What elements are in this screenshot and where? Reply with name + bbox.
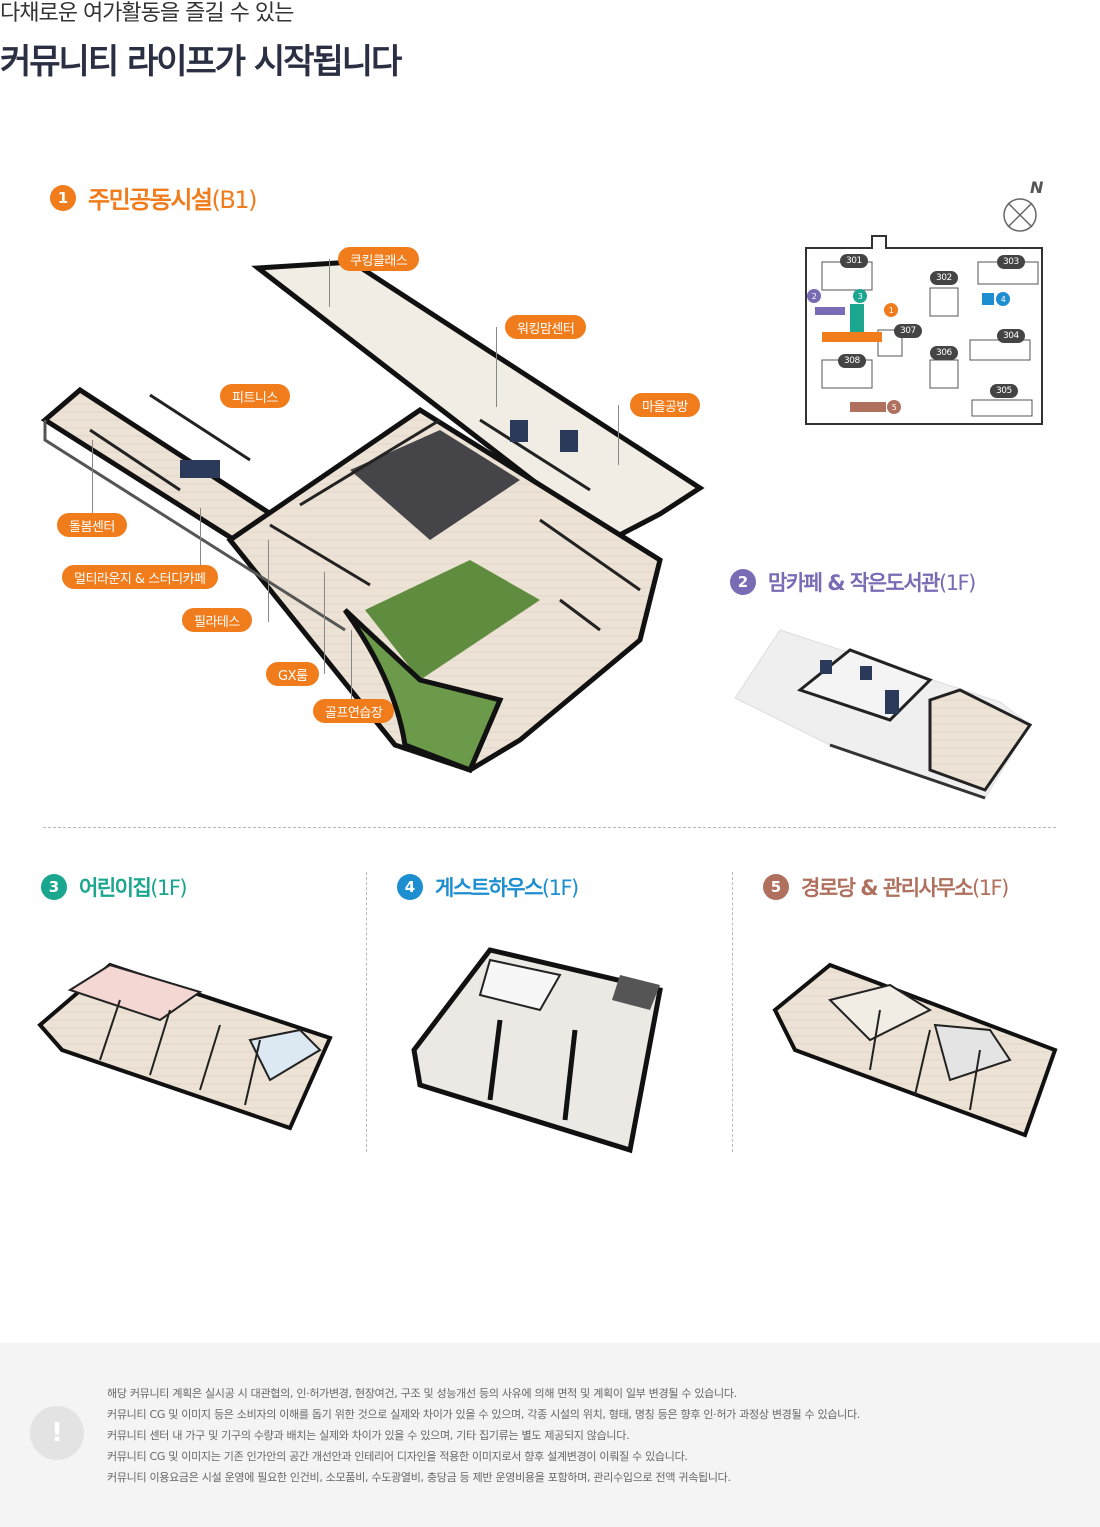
section-number-badge: 1 [50, 184, 76, 211]
section-divider [43, 827, 1056, 828]
section-floor: (1F) [939, 571, 976, 595]
building-label: 301 [840, 254, 868, 268]
section-number-badge: 4 [397, 874, 423, 900]
floor-plan-illustrations [37, 198, 1058, 1154]
notice-item: 커뮤니티 CG 및 이미지는 기존 인가안의 공간 개선안과 인테리어 디자인을… [107, 1450, 688, 1463]
section-title: 주민공동시설(B1) [88, 180, 257, 215]
site-marker: 5 [887, 400, 901, 414]
building-label: 305 [990, 384, 1018, 398]
leader-line [329, 259, 330, 307]
plan-senior-center-office [772, 962, 1058, 1138]
section-title: 게스트하우스(1F) [435, 872, 579, 902]
section-heading-1: 1 주민공동시설(B1) [50, 180, 257, 215]
column-divider [732, 872, 733, 1152]
notice-list: 해당 커뮤니티 계획은 실시공 시 대관협의, 인·허가변경, 현장여건, 구조… [107, 1383, 860, 1488]
section-floor: (1F) [541, 876, 579, 900]
building-label: 303 [997, 255, 1025, 269]
section-name: 주민공동시설 [88, 186, 213, 214]
section-name: 맘카페 & 작은도서관 [768, 571, 941, 595]
section-title: 경로당 & 관리사무소(1F) [801, 872, 1009, 902]
notice-item: 해당 커뮤니티 계획은 실시공 시 대관협의, 인·허가변경, 현장여건, 구조… [107, 1387, 737, 1400]
callout-fitness: 피트니스 [220, 384, 290, 408]
leader-line [618, 405, 619, 465]
callout-care-center: 돌봄센터 [57, 513, 127, 537]
site-marker: 1 [884, 303, 898, 317]
page-subtitle: 다채로운 여가활동을 즐길 수 있는 [0, 1, 294, 26]
callout-cooking-class: 쿠킹클래스 [338, 247, 420, 271]
section-floor: (1F) [972, 876, 1009, 900]
section-floor: (1F) [150, 876, 187, 900]
leader-line [351, 630, 352, 702]
notice-item: 커뮤니티 이용요금은 시설 운영에 필요한 인건비, 소모품비, 수도광열비, … [107, 1471, 731, 1484]
section-title: 맘카페 & 작은도서관(1F) [768, 567, 976, 597]
compass-label: N [1030, 178, 1044, 197]
section-name: 게스트하우스 [435, 876, 543, 900]
section-name: 경로당 & 관리사무소 [801, 876, 974, 900]
notice-box: ! 해당 커뮤니티 계획은 실시공 시 대관협의, 인·허가변경, 현장여건, … [0, 1343, 1100, 1527]
plan-b1 [40, 259, 705, 774]
section-heading-2: 2 맘카페 & 작은도서관(1F) [730, 567, 976, 597]
section-name: 어린이집 [79, 876, 152, 900]
building-label: 307 [894, 324, 922, 338]
callout-pilates: 필라테스 [182, 608, 252, 632]
site-marker: 3 [853, 289, 867, 303]
section-number-badge: 5 [763, 874, 789, 900]
leader-line [268, 540, 269, 622]
section-heading-5: 5 경로당 & 관리사무소(1F) [763, 872, 1009, 902]
section-number-badge: 2 [730, 569, 756, 595]
leader-line [92, 440, 93, 515]
building-label: 308 [838, 354, 866, 368]
exclamation-icon: ! [30, 1406, 84, 1460]
plan-mamcafe-library [734, 629, 1033, 800]
leader-line [200, 508, 201, 578]
building-label: 304 [997, 329, 1025, 343]
site-marker: 2 [807, 289, 821, 303]
callout-multi-lounge-study-cafe: 멀티라운지 & 스터디카페 [62, 565, 218, 589]
building-label: 306 [930, 346, 958, 360]
callout-working-mom-center: 워킹맘센터 [505, 315, 587, 339]
plan-guesthouse [411, 947, 663, 1154]
plan-daycare [37, 962, 333, 1131]
column-divider [366, 872, 367, 1152]
leader-line [324, 572, 325, 674]
section-title: 어린이집(1F) [79, 872, 188, 902]
notice-item: 커뮤니티 CG 및 이미지 등은 소비자의 이해를 돕기 위한 것으로 실제와 … [107, 1408, 860, 1421]
notice-item: 커뮤니티 센터 내 가구 및 기구의 수량과 배치는 실제와 차이가 있을 수 … [107, 1429, 630, 1442]
site-marker: 4 [996, 292, 1010, 306]
section-heading-3: 3 어린이집(1F) [41, 872, 188, 902]
callout-gx-room: GX룸 [266, 662, 320, 686]
callout-golf-practice: 골프연습장 [313, 699, 395, 723]
section-floor: (B1) [211, 186, 257, 214]
page-title: 커뮤니티 라이프가 시작됩니다 [0, 42, 402, 82]
callout-village-workshop: 마을공방 [630, 393, 700, 417]
section-number-badge: 3 [41, 874, 67, 900]
leader-line [496, 327, 497, 407]
section-heading-4: 4 게스트하우스(1F) [397, 872, 579, 902]
building-label: 302 [930, 271, 958, 285]
